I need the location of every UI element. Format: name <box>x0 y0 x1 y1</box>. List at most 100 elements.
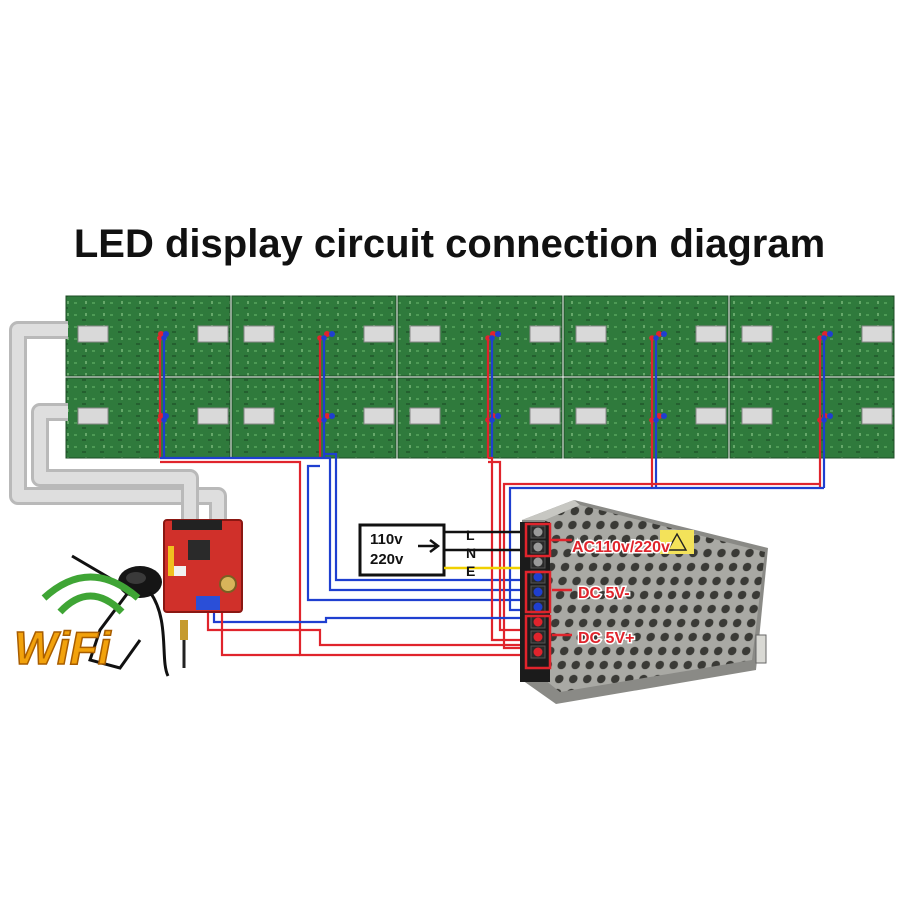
ribbon-connector-in <box>575 325 607 343</box>
ribbon-connector-in <box>741 325 773 343</box>
wire-junction <box>653 417 659 423</box>
power-terminal-plus <box>324 331 330 337</box>
psu-screw-2 <box>533 542 543 552</box>
label-dc-plus: DC 5V+ <box>578 630 634 647</box>
ribbon-connector-out <box>197 325 229 343</box>
power-terminal-minus <box>495 413 501 419</box>
label-dc-minus: DC 5V- <box>578 585 630 602</box>
blue-wire-11 <box>160 456 535 592</box>
label-ac-input: AC110v/220v <box>572 539 670 556</box>
ribbon-connector-in <box>575 407 607 425</box>
ribbon-cable-bottom-row <box>31 403 199 522</box>
ribbon-connector-in <box>77 407 109 425</box>
psu-screw-4 <box>533 572 543 582</box>
ribbon-connector-out <box>529 407 561 425</box>
wire-junction <box>821 335 827 341</box>
wire-junction <box>649 335 655 341</box>
led-panel-r1-c1 <box>65 295 231 377</box>
wire-junction <box>317 335 323 341</box>
led-panel-grid <box>65 295 895 459</box>
power-terminal-minus <box>661 413 667 419</box>
ribbon-connector-in <box>77 325 109 343</box>
wire-junction <box>321 335 327 341</box>
led-panel-r2-c3 <box>397 377 563 459</box>
diagram-title: LED display circuit connection diagram <box>73 222 826 266</box>
ribbon-connector-in <box>409 325 441 343</box>
power-terminal-plus <box>656 331 662 337</box>
red-wire-12 <box>160 460 535 657</box>
terminal-label-n: N <box>466 545 476 561</box>
terminal-label-e: E <box>466 563 475 579</box>
mains-voltage-110: 110v <box>370 531 403 548</box>
blue-wire-14 <box>306 464 535 602</box>
power-terminal-minus <box>661 331 667 337</box>
psu-screw-7 <box>533 617 543 627</box>
ribbon-connector-out <box>197 407 229 425</box>
power-wiring <box>157 335 827 657</box>
wire-junction <box>653 335 659 341</box>
red-wire-16 <box>488 460 535 632</box>
led-panel-r2-c5 <box>729 377 895 459</box>
wire-junction <box>161 417 167 423</box>
power-terminal-plus <box>324 413 330 419</box>
wifi-controller-card <box>163 519 243 668</box>
red-wire-21 <box>206 606 535 647</box>
wire-junction <box>161 335 167 341</box>
led-panel-r2-c1 <box>65 377 231 459</box>
psu-screw-6 <box>533 602 543 612</box>
psu-screw-1 <box>533 527 543 537</box>
wire-junction <box>317 417 323 423</box>
power-terminal-plus <box>656 413 662 419</box>
psu-screw-9 <box>533 647 543 657</box>
wifi-logo: WiFi <box>13 573 141 675</box>
ribbon-connector-in <box>741 407 773 425</box>
wire-junction <box>157 417 163 423</box>
ribbon-connector-out <box>363 407 395 425</box>
psu-terminal-block <box>530 525 546 659</box>
wire-junction <box>817 417 823 423</box>
red-wire-23 <box>220 606 300 657</box>
wire-junction <box>157 335 163 341</box>
ribbon-connector-out <box>861 325 893 343</box>
psu-screw-3 <box>533 557 543 567</box>
red-wire-20 <box>502 482 652 650</box>
psu-screw-5 <box>533 587 543 597</box>
terminal-label-l: L <box>466 527 475 543</box>
led-panel-r1-c2 <box>231 295 397 377</box>
power-terminal-minus <box>495 331 501 337</box>
wire-junction <box>821 417 827 423</box>
mains-input-box: 110v 220v L N E <box>358 523 535 579</box>
blue-wire-13 <box>324 452 535 582</box>
wire-junction <box>489 335 495 341</box>
ribbon-connector-out <box>529 325 561 343</box>
ribbon-connector-in <box>243 407 275 425</box>
power-supply-unit: AC110v/220v DC 5V- DC 5V+ <box>520 500 768 704</box>
warning-sticker <box>660 530 694 554</box>
warning-icon <box>666 532 688 551</box>
led-panel-r2-c2 <box>231 377 397 459</box>
power-terminal-minus <box>329 413 335 419</box>
blue-wire-22 <box>212 606 535 624</box>
ribbon-cable-top-row <box>9 321 227 522</box>
wire-junction <box>485 335 491 341</box>
led-panel-r1-c5 <box>729 295 895 377</box>
led-panel-r1-c3 <box>397 295 563 377</box>
wifi-signal-icon <box>57 592 125 615</box>
psu-screw-8 <box>533 632 543 642</box>
power-terminal-minus <box>827 413 833 419</box>
mains-arrow-icon <box>418 539 441 553</box>
ribbon-connector-in <box>243 325 275 343</box>
power-terminal-minus <box>329 331 335 337</box>
mains-voltage-220: 220v <box>370 551 404 568</box>
wire-junction <box>485 417 491 423</box>
power-terminal-minus <box>827 331 833 337</box>
wire-junction <box>817 335 823 341</box>
ribbon-connector-out <box>695 325 727 343</box>
led-panel-r1-c4 <box>563 295 729 377</box>
wire-junction <box>321 417 327 423</box>
ribbon-connector-out <box>861 407 893 425</box>
ribbon-connector-in <box>409 407 441 425</box>
led-panel-r2-c4 <box>563 377 729 459</box>
